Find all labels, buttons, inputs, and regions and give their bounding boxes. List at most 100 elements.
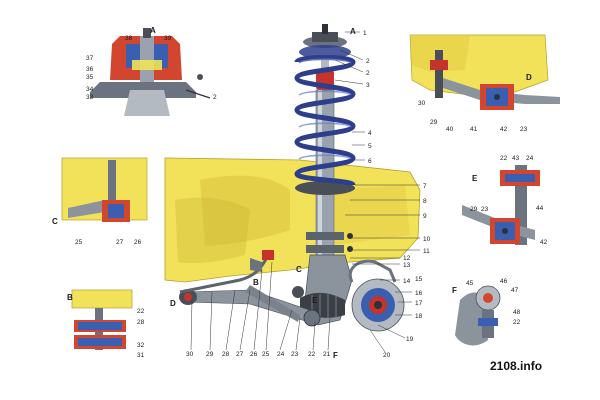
callout-20: 20 [383, 352, 391, 359]
callout-d-23: 23 [520, 126, 528, 133]
letter-c-left: C [52, 217, 58, 226]
callout-a-36: 36 [86, 66, 94, 73]
callout-11: 11 [423, 248, 430, 255]
callout-6: 6 [368, 158, 372, 165]
inset-d-arm-mount [409, 34, 560, 110]
callout-25: 25 [262, 351, 270, 358]
stabilizer-bar [179, 250, 274, 294]
letter-a-center: A [350, 27, 356, 36]
callout-b-32: 32 [137, 342, 145, 349]
callout-a-33: 33 [86, 94, 94, 101]
inset-a-top-mount [90, 28, 211, 116]
callout-d-40: 40 [446, 126, 454, 133]
letter-b-center: B [253, 278, 259, 287]
callout-5: 5 [368, 143, 372, 150]
callout-14: 14 [403, 278, 411, 285]
callout-2: 2 [366, 58, 370, 65]
inset-b-bushing [71, 289, 133, 350]
section-letters: A A C C D D E E B B F F [52, 26, 532, 360]
callout-27: 27 [236, 351, 244, 358]
callout-7: 7 [423, 183, 427, 190]
callout-e-44: 44 [536, 205, 544, 212]
callout-f-48: 48 [513, 309, 521, 316]
callout-12: 12 [403, 255, 411, 262]
inset-a-callouts: 38 39 37 36 35 34 33 2 [86, 35, 217, 101]
callout-28: 28 [222, 351, 230, 358]
callout-15: 15 [415, 276, 423, 283]
callout-b-22: 22 [137, 308, 145, 315]
callout-f-46: 46 [500, 278, 508, 285]
callout-30: 30 [186, 351, 194, 358]
callout-18: 18 [415, 313, 423, 320]
callout-d-42: 42 [500, 126, 508, 133]
letter-e-right: E [472, 174, 478, 183]
callout-a-37: 37 [86, 55, 94, 62]
callout-a-34: 34 [86, 86, 94, 93]
callout-c-25: 25 [75, 239, 83, 246]
callout-23: 23 [291, 351, 299, 358]
inset-d-callouts: 30 29 40 41 42 23 [418, 100, 528, 133]
callout-e-22: 22 [500, 155, 508, 162]
letter-f-center: F [333, 351, 338, 360]
coil-spring [294, 55, 356, 188]
callout-a-38: 38 [125, 35, 133, 42]
inset-c-stabilizer-mount [61, 157, 148, 222]
inset-f-callouts: 45 46 47 48 22 [466, 278, 521, 326]
callout-d-30: 30 [418, 100, 426, 107]
inset-c-callouts: 25 27 26 [75, 239, 142, 246]
letter-f-right: F [452, 286, 457, 295]
leader-lines [190, 31, 420, 353]
inset-e-bushing [462, 165, 540, 245]
main-callouts: 1 2 2 3 4 5 6 7 8 9 10 11 12 13 14 15 16… [186, 30, 431, 359]
callout-24: 24 [277, 351, 285, 358]
callout-9: 9 [423, 213, 427, 220]
letter-e-center: E [312, 296, 318, 305]
callout-b-28: 28 [137, 319, 145, 326]
wheel-hub [300, 259, 405, 332]
callout-29: 29 [206, 351, 214, 358]
callout-26: 26 [250, 351, 258, 358]
callout-3: 3 [366, 82, 370, 89]
lower-control-arm [179, 285, 321, 327]
callout-f-45: 45 [466, 280, 474, 287]
callout-16: 16 [415, 290, 423, 297]
callout-19: 19 [406, 336, 414, 343]
callout-4: 4 [368, 130, 372, 137]
callout-10: 10 [423, 236, 431, 243]
callout-e-43: 43 [512, 155, 520, 162]
callout-b-31: 31 [137, 352, 145, 359]
callout-a-35: 35 [86, 74, 94, 81]
inset-e-callouts: 22 43 24 29 23 44 42 [470, 155, 548, 246]
letter-d-left: D [170, 299, 176, 308]
callout-e-23: 23 [481, 206, 489, 213]
callout-13: 13 [403, 262, 411, 269]
callout-d-41: 41 [470, 126, 478, 133]
callout-21: 21 [323, 351, 331, 358]
callout-a-2: 2 [213, 94, 217, 101]
letter-d-right: D [526, 73, 532, 82]
car-body-panel [164, 157, 421, 283]
callout-a-39: 39 [164, 35, 172, 42]
callout-c-26: 26 [134, 239, 142, 246]
strut-assembly [294, 24, 356, 326]
callout-22: 22 [308, 351, 316, 358]
callout-1: 1 [363, 30, 367, 37]
callout-3-upper: 2 [366, 70, 370, 77]
callout-e-29: 29 [470, 206, 478, 213]
letter-c-center: C [296, 265, 302, 274]
letter-a-top: A [150, 26, 156, 35]
inset-b-callouts: 22 28 32 31 [137, 308, 145, 359]
callout-e-24: 24 [526, 155, 534, 162]
watermark-text: 2108.info [490, 359, 542, 373]
callout-e-42: 42 [540, 239, 548, 246]
callout-f-22: 22 [513, 319, 521, 326]
callout-8: 8 [423, 198, 427, 205]
callout-f-47: 47 [511, 287, 519, 294]
callout-d-29: 29 [430, 119, 438, 126]
callout-17: 17 [415, 300, 423, 307]
letter-b-left: B [67, 293, 73, 302]
inset-f-ball-joint [455, 285, 501, 346]
callout-c-27: 27 [116, 239, 124, 246]
